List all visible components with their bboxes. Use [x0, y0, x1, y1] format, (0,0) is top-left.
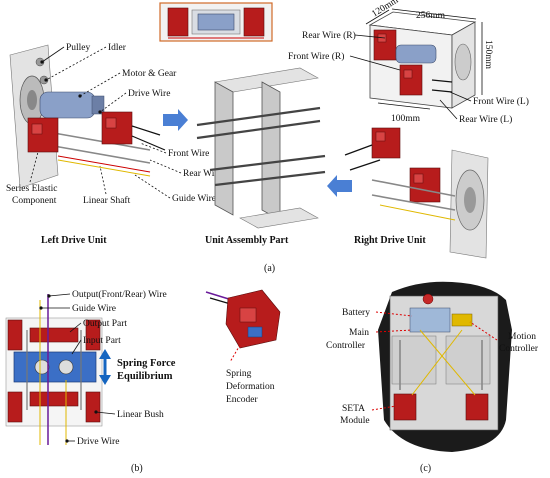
label-linear-bush: Linear Bush	[117, 410, 164, 420]
encoder-module	[205, 289, 281, 363]
label-rear-wire: Rear Wire	[183, 169, 222, 179]
label-motion-1: Motion	[508, 332, 536, 342]
label-idler: Idler	[108, 43, 127, 53]
right-unit-dimension-view	[368, 11, 477, 109]
arrow-left-icon	[327, 175, 352, 197]
right-drive-unit	[344, 127, 489, 259]
label-linear-shaft: Linear Shaft	[83, 195, 131, 206]
label-drive-wire-b: Drive Wire	[77, 437, 119, 447]
caption-unit-assembly: Unit Assembly Part	[205, 235, 289, 246]
panel-b: Output(Front/Rear) Wire Guide Wire Outpu…	[5, 289, 281, 474]
unit-assembly-part	[196, 67, 326, 229]
label-front-wire-l: Front Wire (L)	[473, 96, 529, 107]
label-seta-1: SETA	[342, 404, 365, 414]
label-encoder-3: Encoder	[226, 395, 258, 405]
label-guide-wire-b: Guide Wire	[72, 304, 116, 314]
label-drive-wire: Drive Wire	[128, 89, 170, 99]
label-input-part: Input Part	[83, 336, 121, 346]
left-unit-labels: Pulley Idler Motor & Gear Drive Wire Fro…	[6, 43, 222, 206]
label-pulley: Pulley	[66, 43, 91, 53]
dim-inner: 100mm	[391, 114, 421, 124]
label-rear-wire-r: Rear Wire (R)	[302, 30, 356, 41]
top-inset-image	[159, 2, 273, 42]
label-motion-2: Controller	[499, 344, 539, 354]
label-spring-force-2: Equilibrium	[117, 371, 173, 382]
label-output-wire: Output(Front/Rear) Wire	[72, 289, 167, 300]
panel-c: Battery Main Controller Motion Controlle…	[326, 281, 539, 474]
label-front-wire: Front Wire	[168, 149, 209, 159]
label-spring-force-1: Spring Force	[117, 358, 176, 369]
caption-left-drive-unit: Left Drive Unit	[41, 235, 107, 246]
arrow-right-icon	[163, 109, 188, 131]
left-drive-unit	[9, 44, 166, 189]
panel-a-tag: (a)	[264, 263, 275, 274]
label-front-wire-r: Front Wire (R)	[288, 51, 344, 62]
dim-width: 256mm	[416, 11, 446, 21]
robot-top-view	[378, 281, 512, 452]
caption-right-drive-unit: Right Drive Unit	[354, 235, 426, 246]
label-series-elastic-2: Component	[12, 196, 57, 206]
seta-cross-section	[5, 294, 103, 445]
label-main-2: Controller	[326, 341, 366, 351]
label-series-elastic-1: Series Elastic	[6, 184, 57, 194]
label-motor-gear: Motor & Gear	[122, 69, 177, 79]
label-battery: Battery	[342, 308, 370, 318]
label-output-part: Output Part	[83, 319, 127, 329]
panel-b-tag: (b)	[131, 463, 143, 474]
label-seta-2: Module	[340, 416, 370, 426]
label-guide-wire: Guide Wire	[172, 194, 216, 204]
spring-force-arrow-icon	[99, 349, 111, 385]
right-unit-labels: Rear Wire (R) Front Wire (R) Front Wire …	[288, 30, 529, 125]
label-encoder-1: Spring	[226, 369, 252, 379]
label-main-1: Main	[349, 328, 369, 338]
panel-c-tag: (c)	[420, 463, 431, 474]
label-encoder-2: Deformation	[226, 381, 275, 392]
panel-a: Pulley Idler Motor & Gear Drive Wire Fro…	[6, 0, 529, 274]
dim-height: 150mm	[483, 40, 493, 70]
label-rear-wire-l: Rear Wire (L)	[459, 114, 512, 125]
